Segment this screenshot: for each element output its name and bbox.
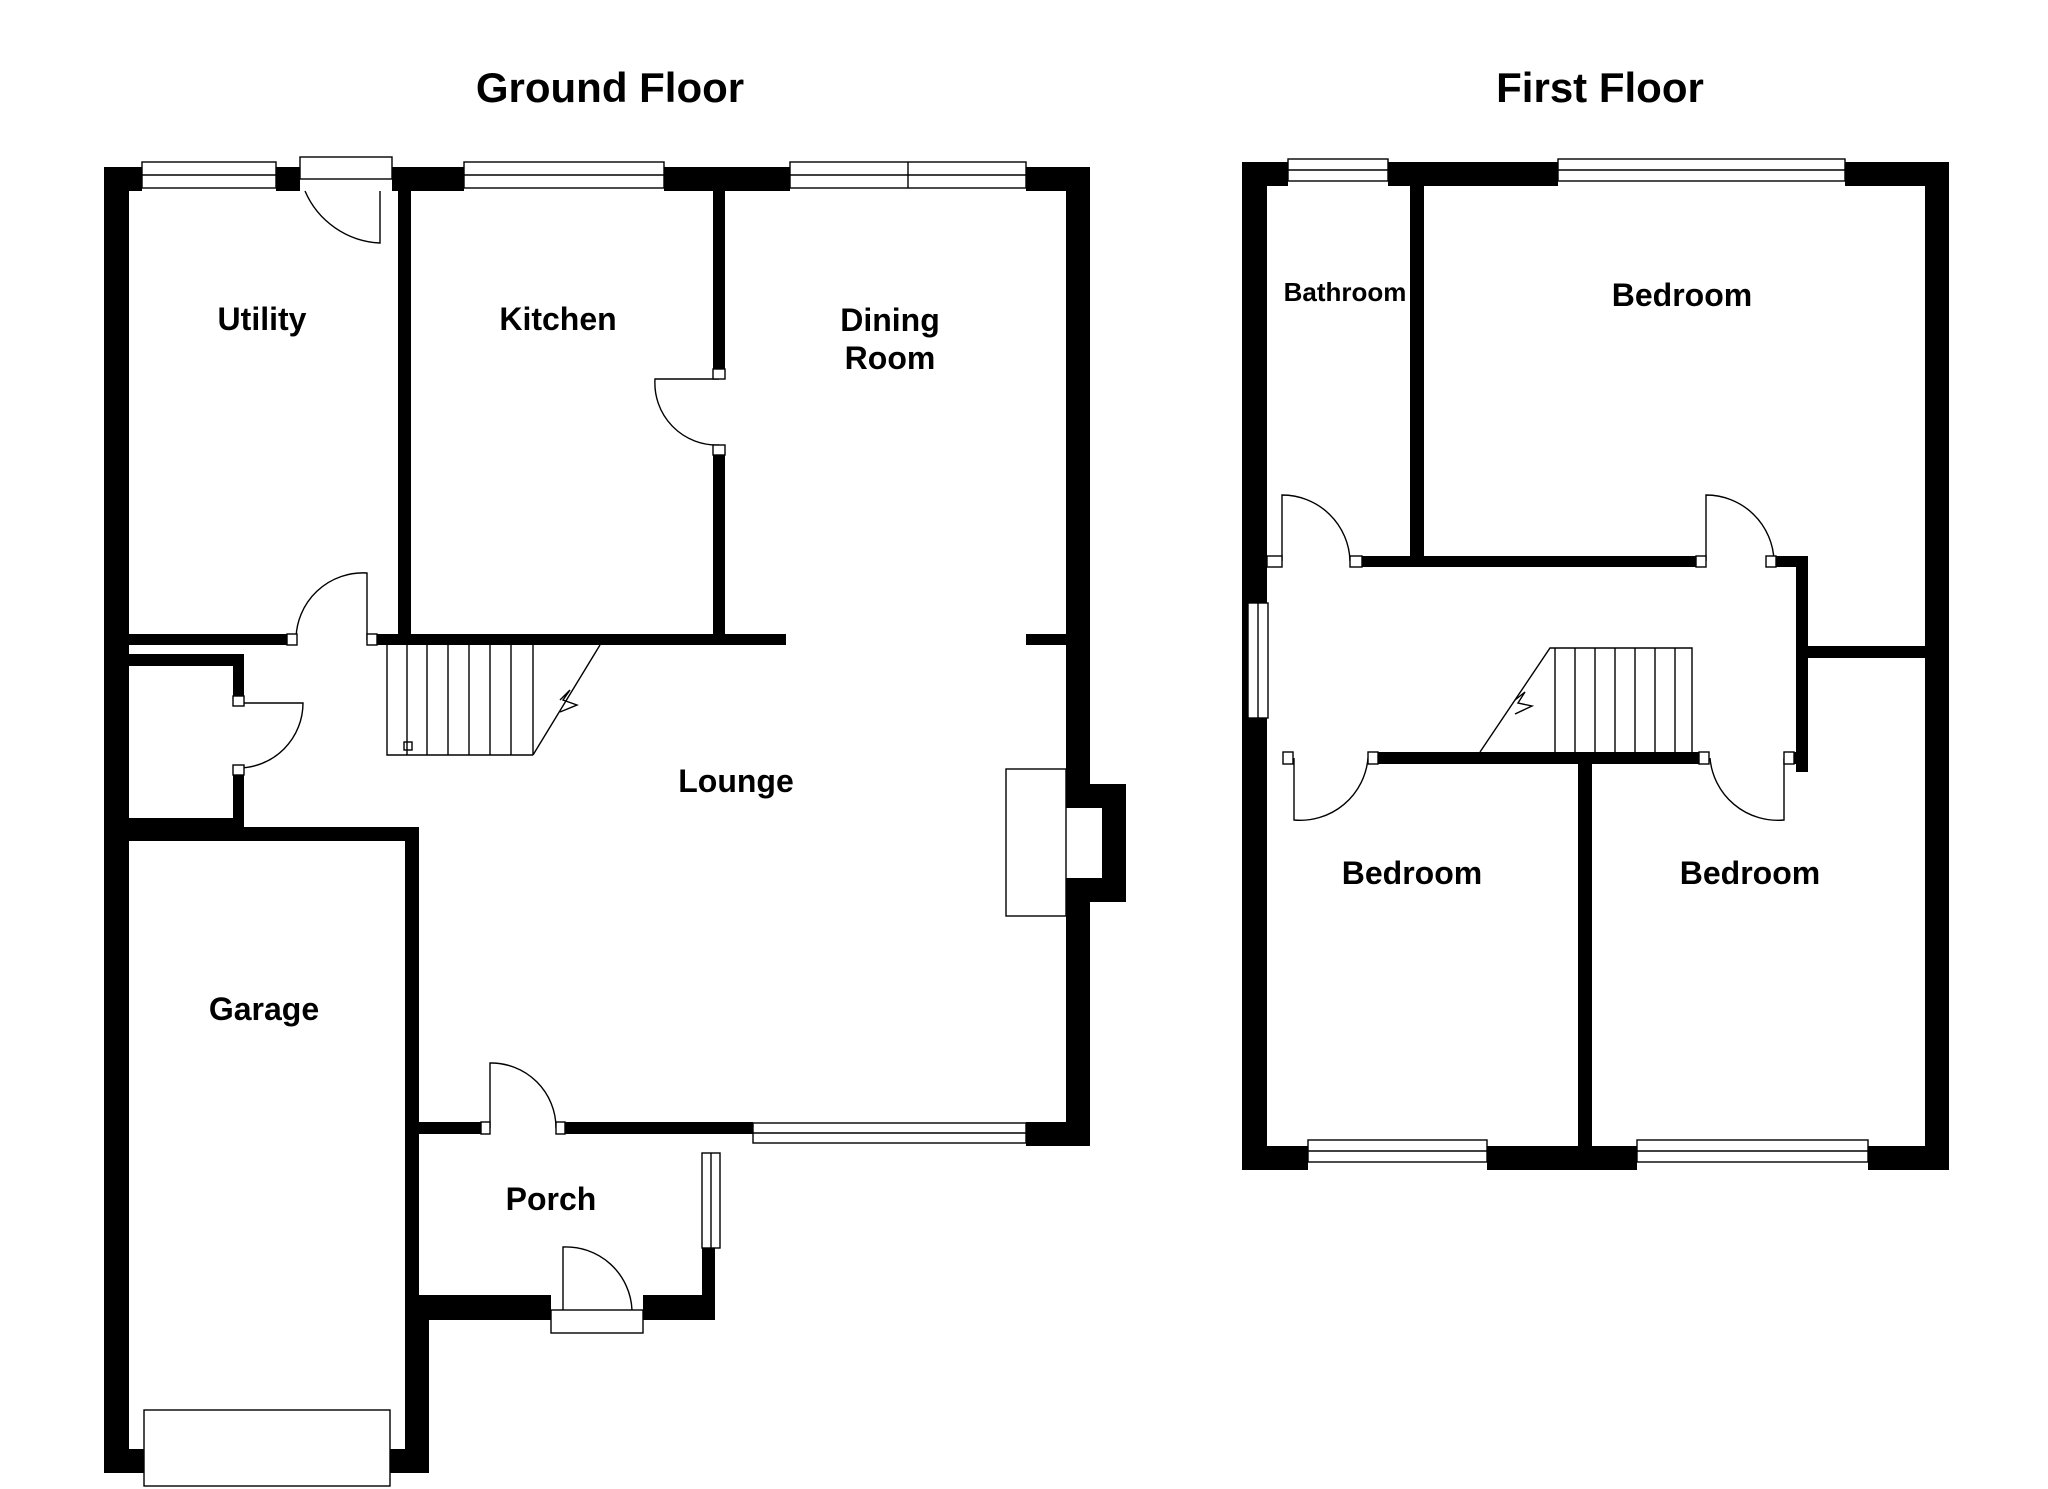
utility-label: Utility	[218, 301, 307, 337]
dining-room-label-line2: Room	[845, 340, 936, 376]
bathroom-label: Bathroom	[1284, 277, 1407, 307]
first-floor-staircase	[1479, 647, 1693, 753]
bedroom-front-right-label: Bedroom	[1680, 855, 1820, 891]
ground-floor-staircase	[386, 644, 601, 756]
bedroom-rear-label: Bedroom	[1612, 277, 1752, 313]
bedroom-front-left-label: Bedroom	[1342, 855, 1482, 891]
kitchen-label: Kitchen	[499, 301, 616, 337]
porch-label: Porch	[506, 1181, 597, 1217]
garage-label: Garage	[209, 991, 319, 1027]
dining-room-label-line1: Dining	[840, 302, 940, 338]
ground-floor-title: Ground Floor	[476, 64, 744, 111]
first-floor-title: First Floor	[1496, 64, 1704, 111]
lounge-label: Lounge	[678, 763, 794, 799]
ground-floor-walls	[104, 167, 1126, 1473]
ground-floor-details	[141, 156, 1067, 1487]
first-floor-details	[1247, 158, 1869, 1163]
